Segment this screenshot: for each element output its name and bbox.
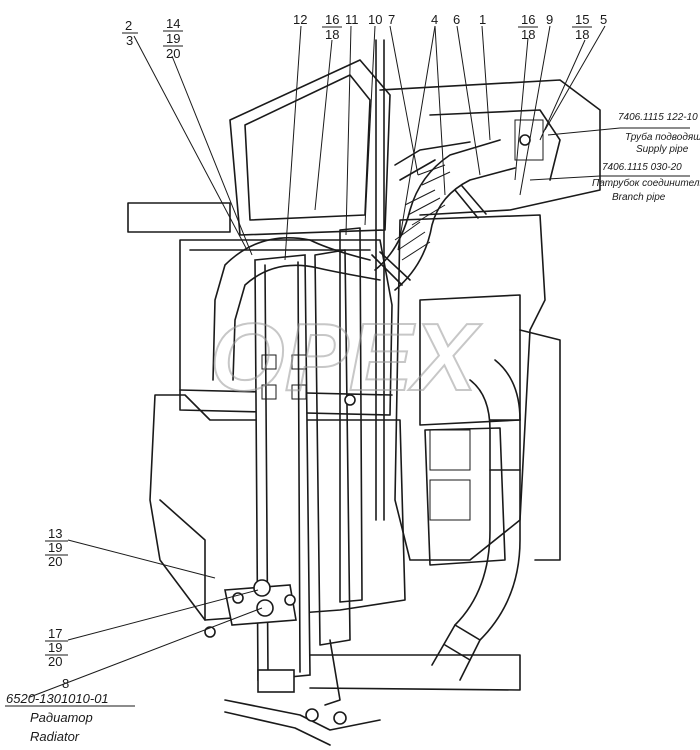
watermark-logo: OPEX xyxy=(210,304,482,411)
radiator-label-ru: Радиатор xyxy=(30,710,93,725)
callout-7: 7 xyxy=(388,12,395,27)
supply-pipe-label-ru: Труба подводящая xyxy=(625,131,700,143)
radiator-caption: 6520-1301010-01 Радиатор Radiator xyxy=(6,691,109,744)
callout-15-sub-18: 18 xyxy=(575,27,589,42)
callout-17: 17 xyxy=(48,626,62,641)
callout-4: 4 xyxy=(431,12,438,27)
callout-16-left-sub-18: 18 xyxy=(325,27,339,42)
callout-14-sub-19: 19 xyxy=(166,31,180,46)
callout-8: 8 xyxy=(62,676,69,691)
reference-labels: 7406.1115 122-10 Труба подводящая Supply… xyxy=(592,112,700,203)
supply-pipe-label-en: Supply pipe xyxy=(636,144,689,155)
callout-17-sub-19: 19 xyxy=(48,640,62,655)
callout-13: 13 xyxy=(48,526,62,541)
callout-11: 11 xyxy=(345,12,359,27)
callout-17-sub-20: 20 xyxy=(48,654,62,669)
callout-13-sub-20: 20 xyxy=(48,554,62,569)
top-callouts: 2 3 14 19 20 12 16 18 11 10 7 4 6 1 16 1… xyxy=(122,12,607,61)
callout-16-right-sub-18: 18 xyxy=(521,27,535,42)
callout-12: 12 xyxy=(293,12,307,27)
callout-13-sub-19: 19 xyxy=(48,540,62,555)
branch-pipe-label-ru: Патрубок соединительный xyxy=(592,177,700,189)
engine-assembly-drawing xyxy=(127,39,601,746)
callout-10: 10 xyxy=(368,12,382,27)
branch-pipe-label-en: Branch pipe xyxy=(612,192,666,203)
leader-lines xyxy=(5,25,690,707)
callout-14-sub-20: 20 xyxy=(166,46,180,61)
callout-2: 2 xyxy=(125,18,132,33)
callout-14: 14 xyxy=(166,16,180,31)
callout-1: 1 xyxy=(479,12,486,27)
supply-pipe-part-number: 7406.1115 122-10 xyxy=(618,112,698,123)
callout-2-sub-3: 3 xyxy=(126,33,133,48)
callout-5: 5 xyxy=(600,12,607,27)
callout-15: 15 xyxy=(575,12,589,27)
callout-16-left: 16 xyxy=(325,12,339,27)
callout-6: 6 xyxy=(453,12,460,27)
radiator-part-number: 6520-1301010-01 xyxy=(6,691,109,706)
radiator-label-en: Radiator xyxy=(30,729,80,744)
callout-9: 9 xyxy=(546,12,553,27)
callout-16-right: 16 xyxy=(521,12,535,27)
branch-pipe-part-number: 7406.1115 030-20 xyxy=(602,162,682,173)
left-callouts: 13 19 20 17 19 20 8 xyxy=(45,526,69,691)
